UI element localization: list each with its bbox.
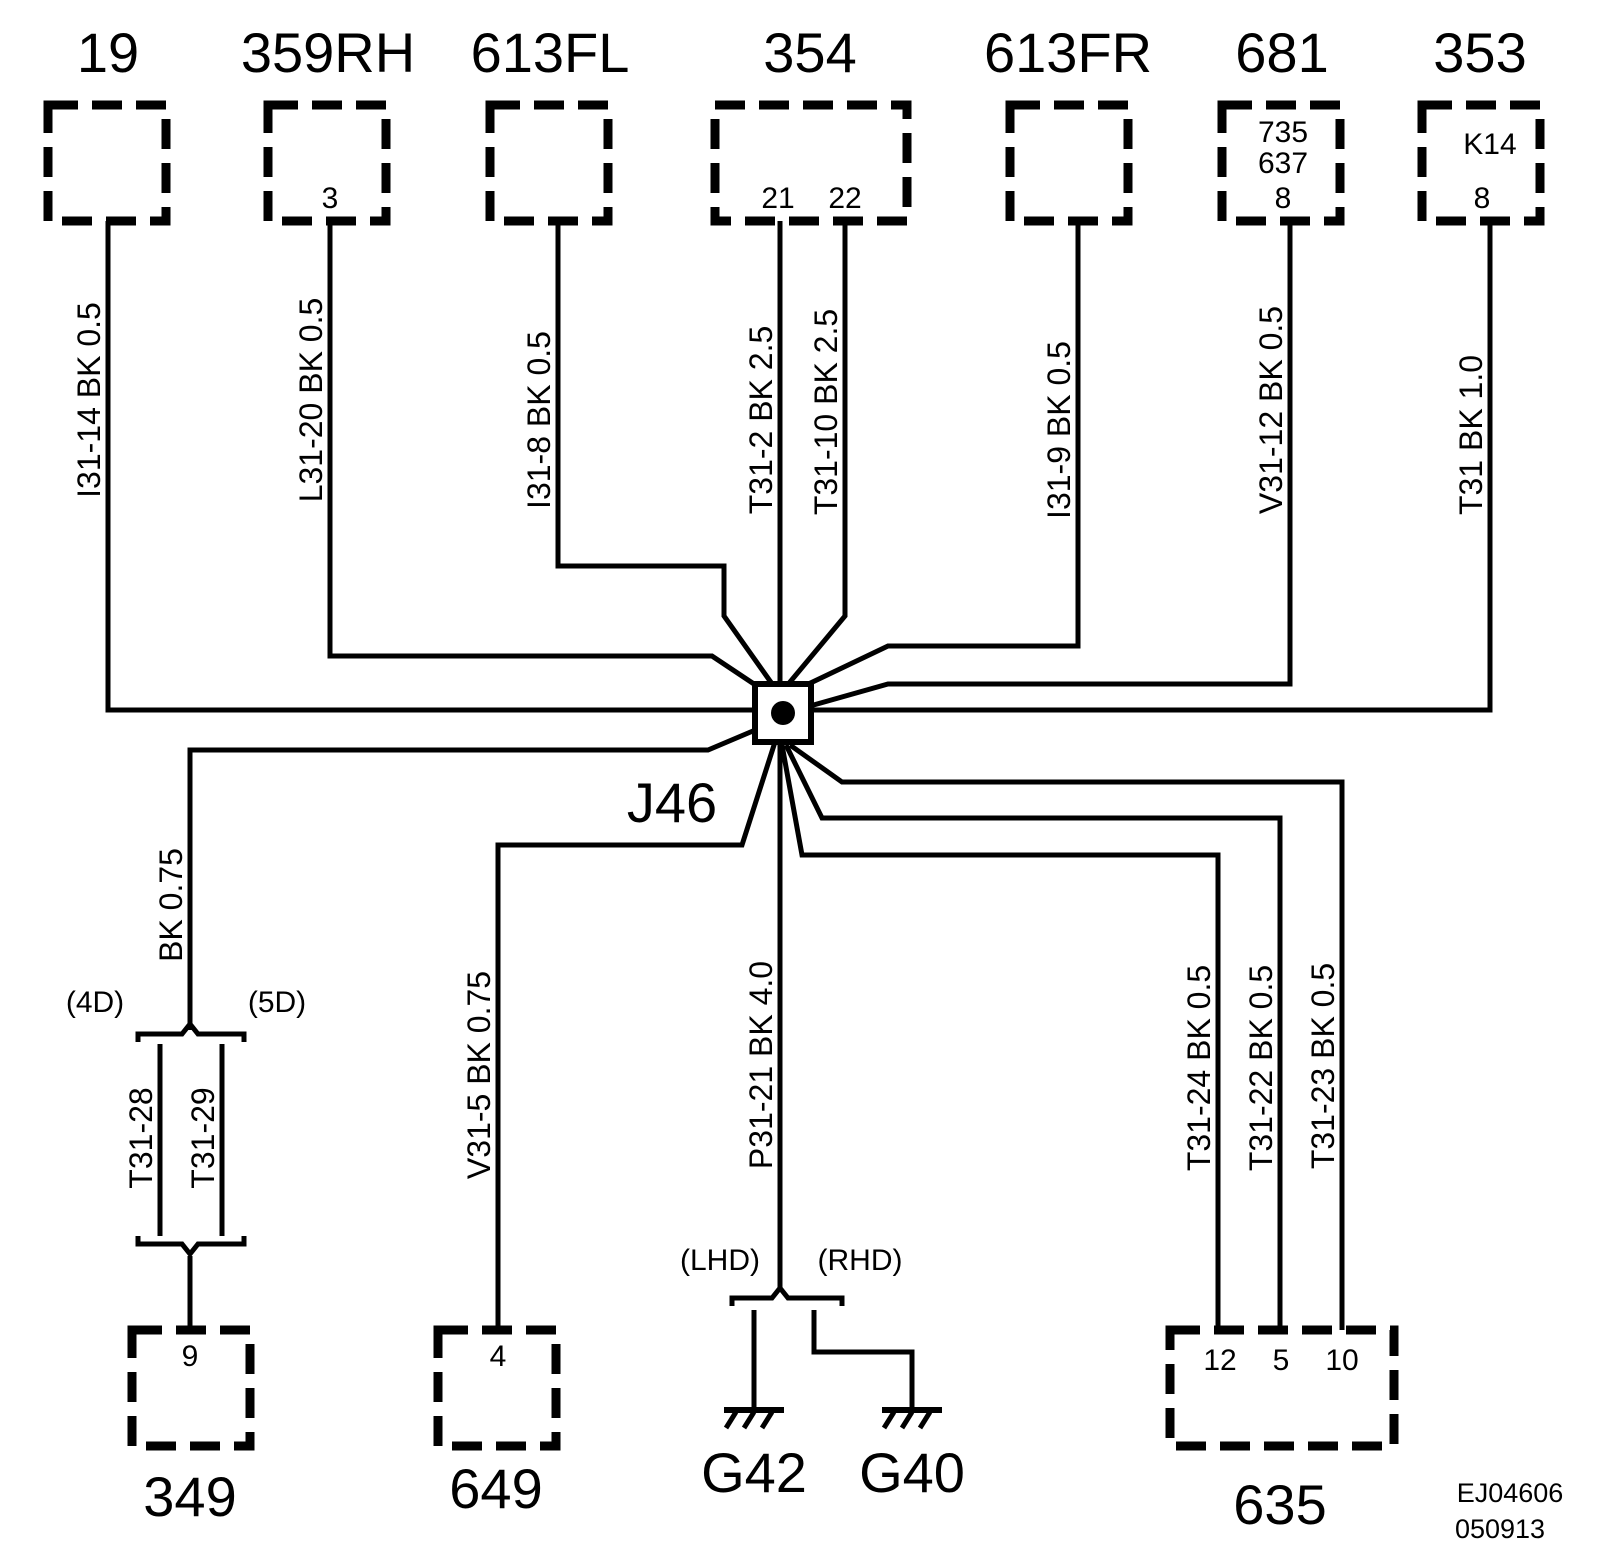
connector-label: 349 [143,1465,236,1528]
connector-label: 649 [449,1457,542,1520]
option-label-5d: (5D) [248,986,306,1019]
wire-649 [495,741,778,1330]
wire-label: I31-8 BK 0.5 [521,331,557,509]
wire-labels-top: I31-14 BK 0.5 L31-20 BK 0.5 I31-8 BK 0.5… [71,298,1489,519]
wire-label: I31-9 BK 0.5 [1041,341,1077,519]
connector-box [263,100,391,226]
wire-353 [810,221,1493,713]
option-bracket-bottom [135,1236,247,1259]
connector-613fr[interactable]: 613FR [984,21,1152,226]
wire-635-5 [783,743,1283,1330]
wires-bottom [187,725,1345,1330]
pin-label: 5 [1273,1344,1290,1377]
splice-dot [771,701,795,725]
connector-635[interactable]: 12 5 10 635 [1165,1325,1399,1536]
connector-label: 354 [763,21,856,84]
wire-681 [809,221,1293,709]
connector-label: 613FL [471,21,630,84]
connector-box [433,1325,561,1451]
option-label-rhd: (RHD) [818,1244,903,1277]
connector-label: 19 [77,21,139,84]
wire-label: T31-22 BK 0.5 [1243,965,1279,1171]
branch-ground: P31-21 BK 4.0 (LHD) (RHD) [680,961,915,1410]
wire-g40 [811,1310,915,1410]
wire-label: T31-23 BK 0.5 [1305,963,1341,1169]
wire-label: T31-28 [123,1087,159,1188]
connector-353[interactable]: 353 K14 8 [1417,21,1545,226]
pin-label: 9 [182,1340,199,1373]
connector-box [1217,100,1345,226]
wire-label: P31-21 BK 4.0 [743,961,779,1169]
splice-j46[interactable]: J46 [627,681,814,834]
wire-635-12 [779,744,1221,1330]
reference-id: EJ04606 [1457,1478,1564,1508]
wire-label: V31-5 BK 0.75 [461,971,497,1179]
wire-19 [105,221,755,713]
wire-label: T31 BK 1.0 [1453,355,1489,515]
connector-sub-label: 735 [1258,116,1308,149]
ground-g40[interactable]: G40 [859,1407,965,1504]
wires-top [105,221,1493,713]
option-label-lhd: (LHD) [680,1244,760,1277]
wire-635-10 [788,742,1345,1330]
wire-label: L31-20 BK 0.5 [293,298,329,503]
connector-label: 359RH [241,21,415,84]
connector-613fl[interactable]: 613FL [471,21,630,226]
wire-label: T31-29 [185,1087,221,1188]
reference-date: 050913 [1455,1514,1545,1544]
wire-label: BK 0.75 [153,848,189,962]
connector-box [43,100,171,226]
connector-label: 613FR [984,21,1152,84]
connector-box [127,1325,255,1451]
connector-box [1165,1325,1399,1451]
connector-sub-label: K14 [1463,128,1516,161]
wire-613fl [555,221,778,690]
wire-354-22 [783,221,848,690]
wire-labels-635: T31-24 BK 0.5 T31-22 BK 0.5 T31-23 BK 0.… [1181,963,1341,1171]
branch-349: BK 0.75 (4D) (5D) T31-28 T31-29 [66,848,306,1330]
connector-349[interactable]: 9 349 [127,1325,255,1528]
ground-icon [723,1407,784,1430]
pin-label: 21 [761,182,794,215]
option-bracket-top [135,1019,247,1042]
wire-349 [187,725,761,1030]
connector-649[interactable]: 4 649 [433,1325,561,1520]
pin-label: 4 [490,1340,507,1373]
option-label-4d: (4D) [66,986,124,1019]
pin-label: 3 [322,182,339,215]
connector-box [1005,100,1133,226]
ground-g42[interactable]: G42 [701,1407,807,1504]
connector-box [710,100,912,226]
wire-613fr [798,221,1081,691]
ground-label: G40 [859,1441,965,1504]
connector-label: 681 [1235,21,1328,84]
reference-code: EJ04606 050913 [1455,1478,1563,1544]
connector-sub-label: 637 [1258,147,1308,180]
wire-label: I31-14 BK 0.5 [71,302,107,498]
connector-label: 353 [1433,21,1526,84]
pin-label: 10 [1325,1344,1358,1377]
ground-label: G42 [701,1441,807,1504]
wire-label: V31-12 BK 0.5 [1253,306,1289,514]
connector-box [485,100,613,226]
pin-label: 12 [1203,1344,1236,1377]
option-bracket-ground [729,1283,845,1306]
wire-359rh [327,221,762,691]
splice-label: J46 [627,771,717,834]
connector-19[interactable]: 19 [43,21,171,226]
connector-359rh[interactable]: 359RH 3 [241,21,415,226]
wire-label: T31-24 BK 0.5 [1181,965,1217,1171]
pin-label: 22 [828,182,861,215]
connector-box [1417,100,1545,226]
pin-label: 8 [1474,182,1491,215]
connector-681[interactable]: 681 735 637 8 [1217,21,1345,226]
wire-label: T31-10 BK 2.5 [808,309,844,515]
wire-label: T31-2 BK 2.5 [743,326,779,515]
connector-label: 635 [1233,1473,1326,1536]
ground-icon [881,1407,942,1430]
pin-label: 8 [1275,182,1292,215]
connector-354[interactable]: 354 21 22 [710,21,912,226]
